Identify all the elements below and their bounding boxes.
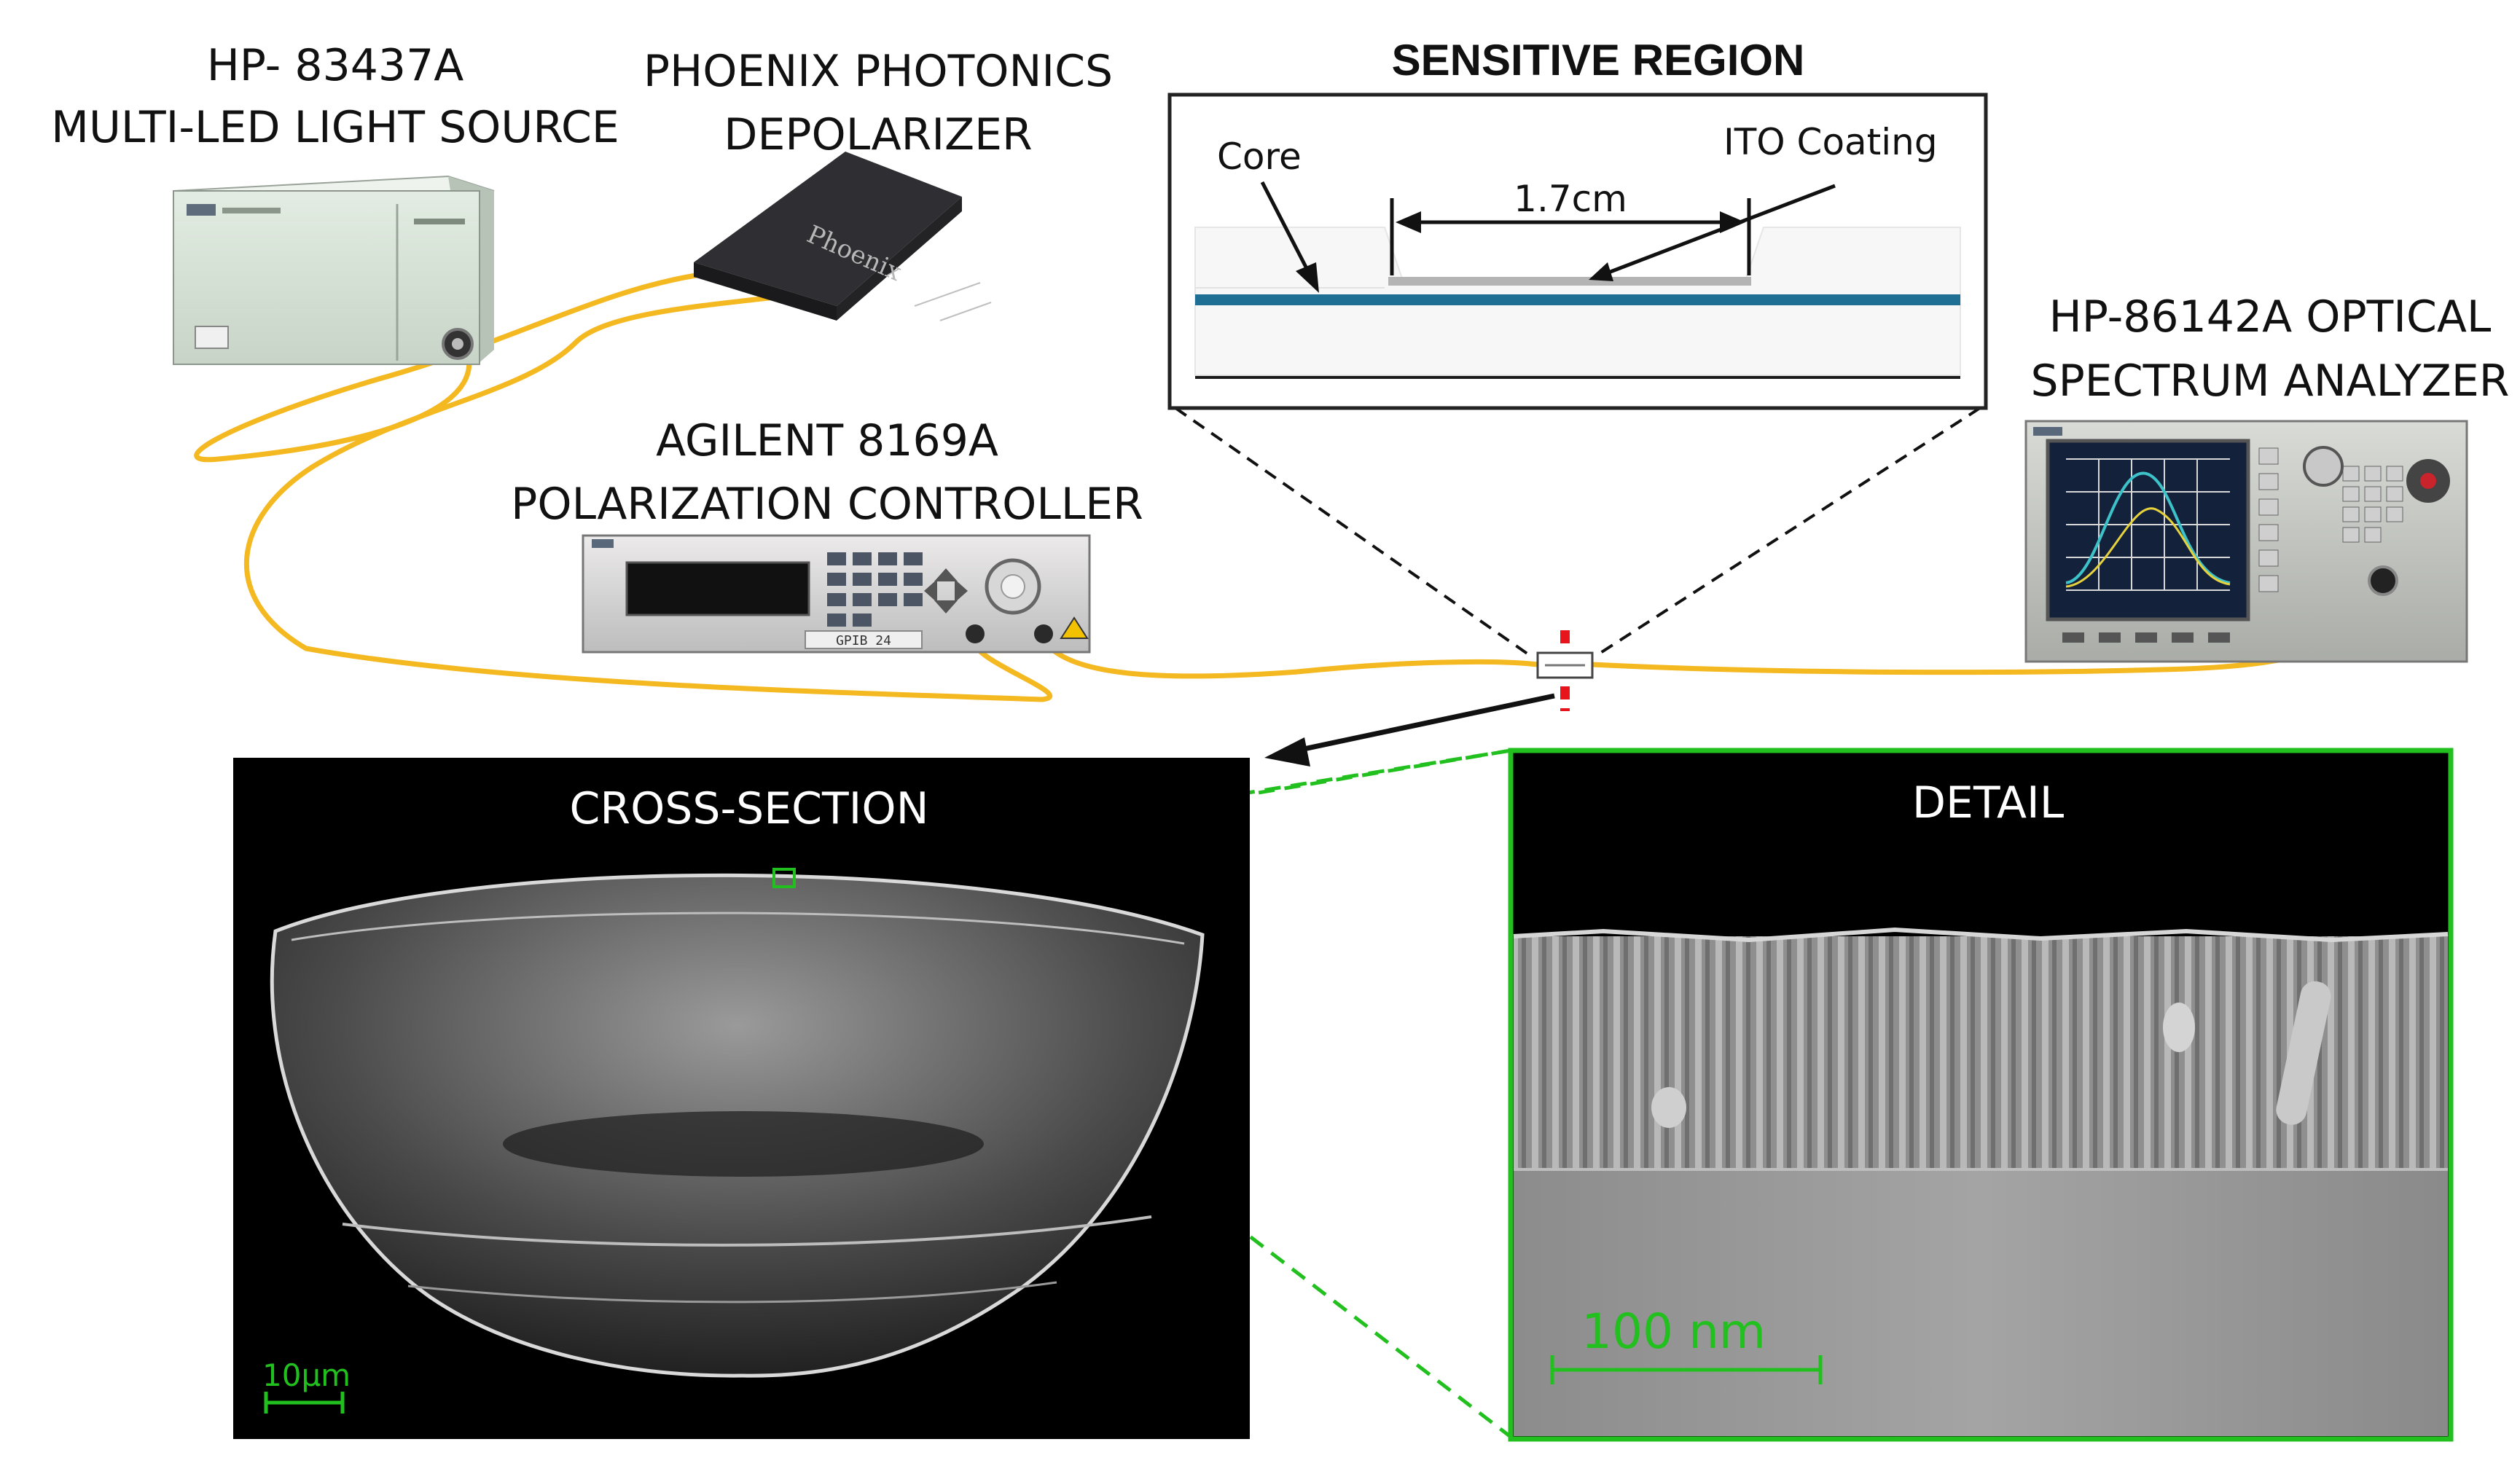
cross-section-title: CROSS-SECTION bbox=[570, 783, 929, 834]
ito-coating-layer bbox=[1388, 277, 1751, 286]
analyzer-screen-grid bbox=[2066, 458, 2230, 591]
analyzer-label-line2: SPECTRUM ANALYZER bbox=[2031, 356, 2510, 407]
depolarizer-device: Phoenix bbox=[694, 152, 992, 321]
core-label: Core bbox=[1217, 136, 1302, 178]
sensitive-region-inset: SENSITIVE REGION 1.7cm Core ITO Coating bbox=[1167, 36, 1988, 410]
controller-keypad bbox=[827, 552, 923, 627]
detail-title: DETAIL bbox=[1912, 777, 2065, 828]
spectrum-analyzer-device bbox=[2024, 420, 2468, 663]
light-source-device bbox=[173, 175, 495, 365]
depolarizer-label: PHOENIX PHOTONICS DEPOLARIZER bbox=[643, 46, 1113, 160]
light-source-label: HP- 83437A MULTI-LED LIGHT SOURCE bbox=[51, 40, 619, 153]
depolarizer-label-line1: PHOENIX PHOTONICS bbox=[643, 46, 1113, 97]
polarization-controller-device: GPIB 24 bbox=[582, 534, 1091, 654]
sensor-to-cross-section-arrow bbox=[1289, 693, 1555, 755]
controller-label-line1: AGILENT 8169A bbox=[656, 415, 998, 466]
light-source-label-line1: HP- 83437A bbox=[207, 40, 464, 91]
fiber-controller-to-sensor bbox=[1039, 635, 1541, 679]
ito-coating-label: ITO Coating bbox=[1723, 121, 1938, 163]
depolarizer-label-line2: DEPOLARIZER bbox=[724, 109, 1032, 160]
analyzer-label: HP-86142A OPTICAL SPECTRUM ANALYZER bbox=[2031, 291, 2510, 407]
sensitive-length-label: 1.7cm bbox=[1514, 178, 1627, 220]
fiber-core-layer bbox=[1195, 294, 1960, 305]
controller-label: AGILENT 8169A POLARIZATION CONTROLLER bbox=[511, 415, 1143, 530]
controller-label-line2: POLARIZATION CONTROLLER bbox=[511, 479, 1143, 530]
detail-scale-label: 100 nm bbox=[1581, 1304, 1766, 1360]
fiber-depolarizer-to-controller bbox=[243, 292, 1052, 702]
sensor-on-fiber bbox=[1536, 630, 1594, 711]
sensitive-region-title: SENSITIVE REGION bbox=[1392, 36, 1805, 85]
analyzer-label-line1: HP-86142A OPTICAL bbox=[2049, 291, 2492, 342]
controller-gpib-tag: GPIB 24 bbox=[836, 633, 891, 648]
cross-section-zoom-box bbox=[772, 868, 796, 888]
cross-section-scale-label: 10μm bbox=[262, 1357, 351, 1393]
sensitive-region-zoom-lines bbox=[1174, 407, 1981, 657]
laser-warning-icon bbox=[1060, 616, 1089, 639]
detail-panel: DETAIL 100 nm bbox=[1508, 748, 2454, 1442]
cross-section-panel: CROSS-SECTION 10μm bbox=[233, 758, 1250, 1439]
substrate-layer-image bbox=[1514, 1169, 2448, 1436]
light-source-label-line2: MULTI-LED LIGHT SOURCE bbox=[51, 102, 619, 153]
